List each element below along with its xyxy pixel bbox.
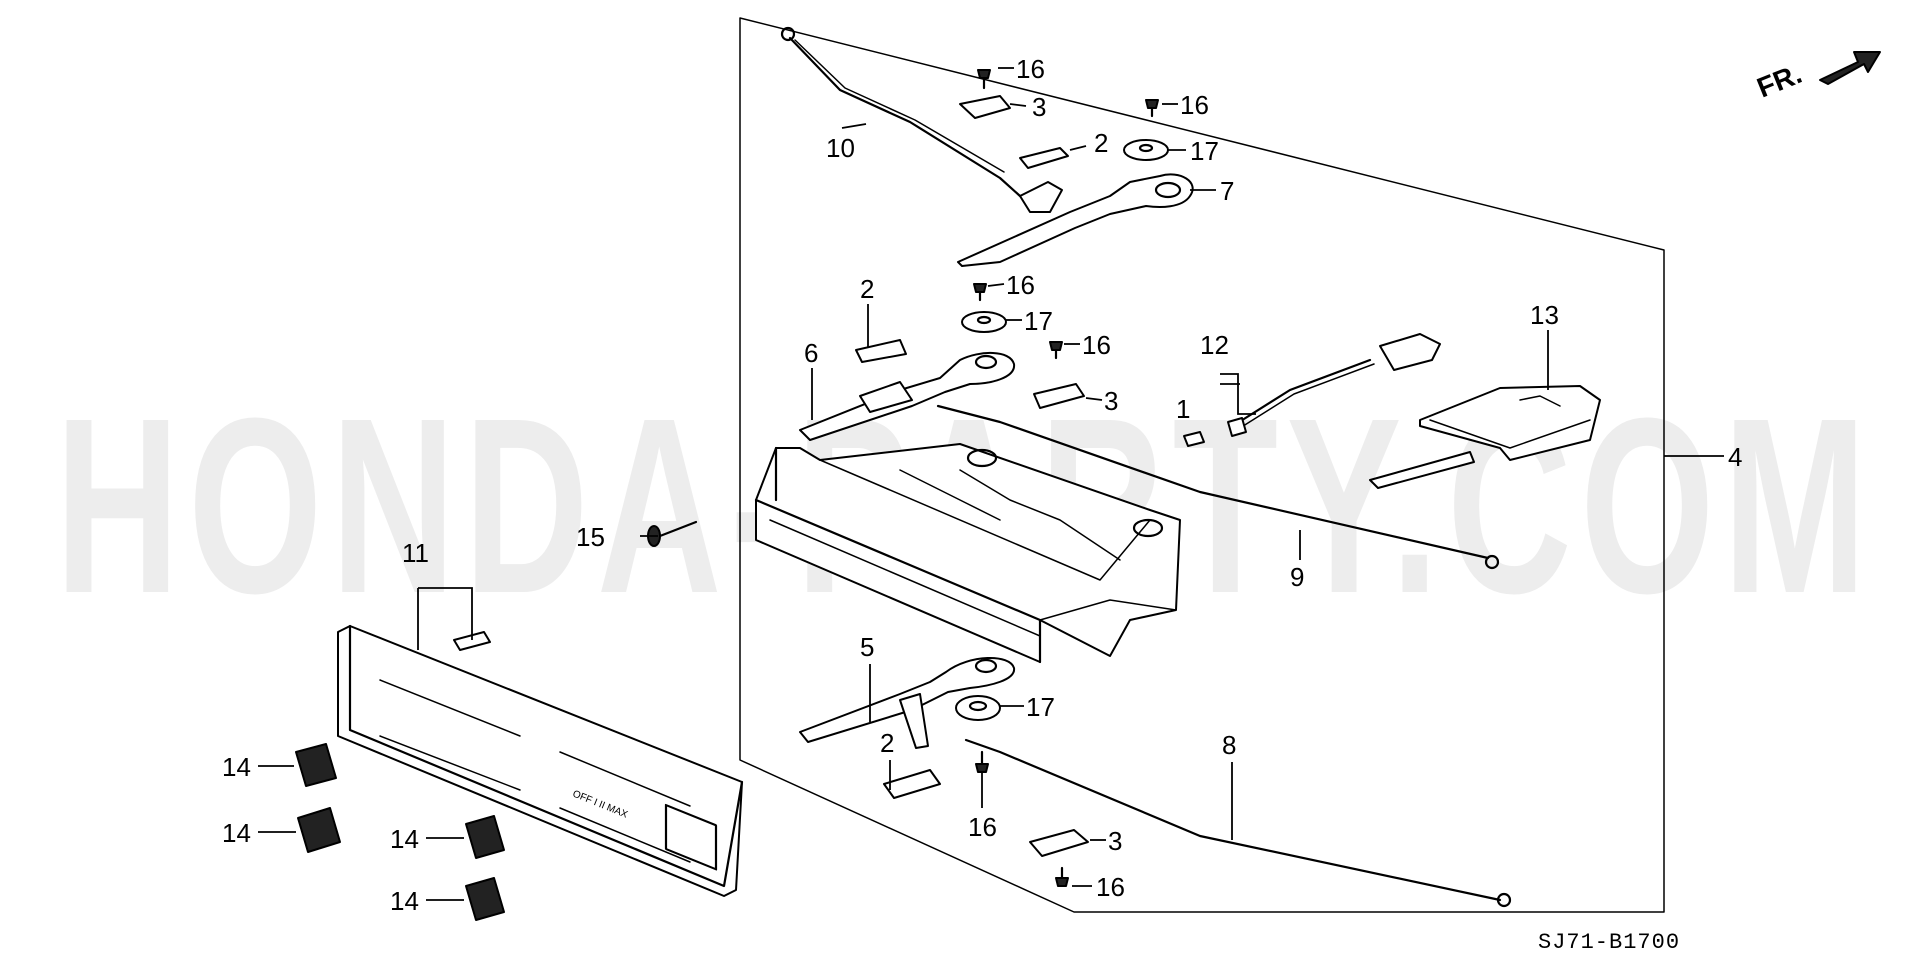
callout-11: 11 [402, 538, 429, 568]
part-2-clip-low [883, 769, 941, 799]
part-16-screw-low-b [1055, 866, 1069, 887]
part-1-bulb [1183, 431, 1205, 447]
part-13-switch [1369, 385, 1601, 489]
part-16-screw-mid-b [1049, 341, 1063, 360]
front-direction-label: FR. [1753, 58, 1806, 104]
part-17-washer-low [955, 695, 1001, 721]
callout-9: 9 [1290, 562, 1304, 592]
part-10-rod [780, 26, 1022, 198]
callout-14-d: 14 [390, 886, 419, 916]
part-9-cable [936, 404, 1500, 570]
callout-14-b: 14 [222, 818, 251, 848]
callout-3-low: 3 [1108, 826, 1122, 856]
callout-16-top-b: 16 [1180, 90, 1209, 120]
callout-8: 8 [1222, 730, 1236, 760]
part-7-lever [957, 173, 1194, 267]
part-14-knob-c [465, 815, 505, 859]
part-16-screw-top-a [977, 69, 991, 90]
part-16-screw-mid-a [973, 283, 987, 302]
part-8-cable [964, 738, 1512, 908]
callout-2-low: 2 [880, 728, 894, 758]
control-housing [754, 443, 1181, 664]
callout-3-top: 3 [1032, 92, 1046, 122]
callout-17-low: 17 [1026, 692, 1055, 722]
part-17-washer-mid [961, 311, 1007, 333]
front-direction-marker: FR. [1753, 51, 1881, 104]
callout-14-a: 14 [222, 752, 251, 782]
part-16-screw-low-a [975, 750, 989, 773]
part-14-knob-d [465, 877, 505, 921]
callout-12: 12 [1200, 330, 1229, 360]
callout-1: 1 [1176, 394, 1190, 424]
part-14-knob-b [297, 807, 341, 853]
part-5-lever [799, 657, 1015, 749]
callout-10: 10 [826, 133, 855, 163]
part-11-face-panel [337, 624, 744, 897]
callout-17-top: 17 [1190, 136, 1219, 166]
part-12-wiring [1227, 333, 1441, 437]
part-2-clip-mid [855, 339, 907, 363]
part-3-clip-low [1029, 829, 1089, 857]
front-arrow-icon [1819, 51, 1881, 85]
callout-16-mid-b: 16 [1082, 330, 1111, 360]
callout-15: 15 [576, 522, 605, 552]
callout-4: 4 [1728, 442, 1742, 472]
part-3-clip-mid [1033, 383, 1085, 409]
callout-17-mid: 17 [1024, 306, 1053, 336]
leader-lines [258, 67, 1724, 901]
part-2-clip-top [1019, 147, 1069, 169]
callout-16-low-a: 16 [968, 812, 997, 842]
callout-16-low-b: 16 [1096, 872, 1125, 902]
part-17-washer-top [1123, 139, 1169, 161]
diagram-code: SJ71-B1700 [1538, 930, 1680, 955]
callout-7: 7 [1220, 176, 1234, 206]
callout-3-mid: 3 [1104, 386, 1118, 416]
assembly-outline [739, 17, 1665, 913]
callout-16-top-a: 16 [1016, 54, 1045, 84]
callout-16-mid-a: 16 [1006, 270, 1035, 300]
callout-14-c: 14 [390, 824, 419, 854]
callout-13: 13 [1530, 300, 1559, 330]
part-14-knob-a [295, 743, 337, 787]
callout-2-top: 2 [1094, 128, 1108, 158]
part-3-clip-top [959, 95, 1011, 119]
callout-2-mid: 2 [860, 274, 874, 304]
part-6-lever [799, 351, 1016, 441]
callout-5: 5 [860, 632, 874, 662]
callout-6: 6 [804, 338, 818, 368]
part-16-screw-top-b [1145, 99, 1159, 118]
